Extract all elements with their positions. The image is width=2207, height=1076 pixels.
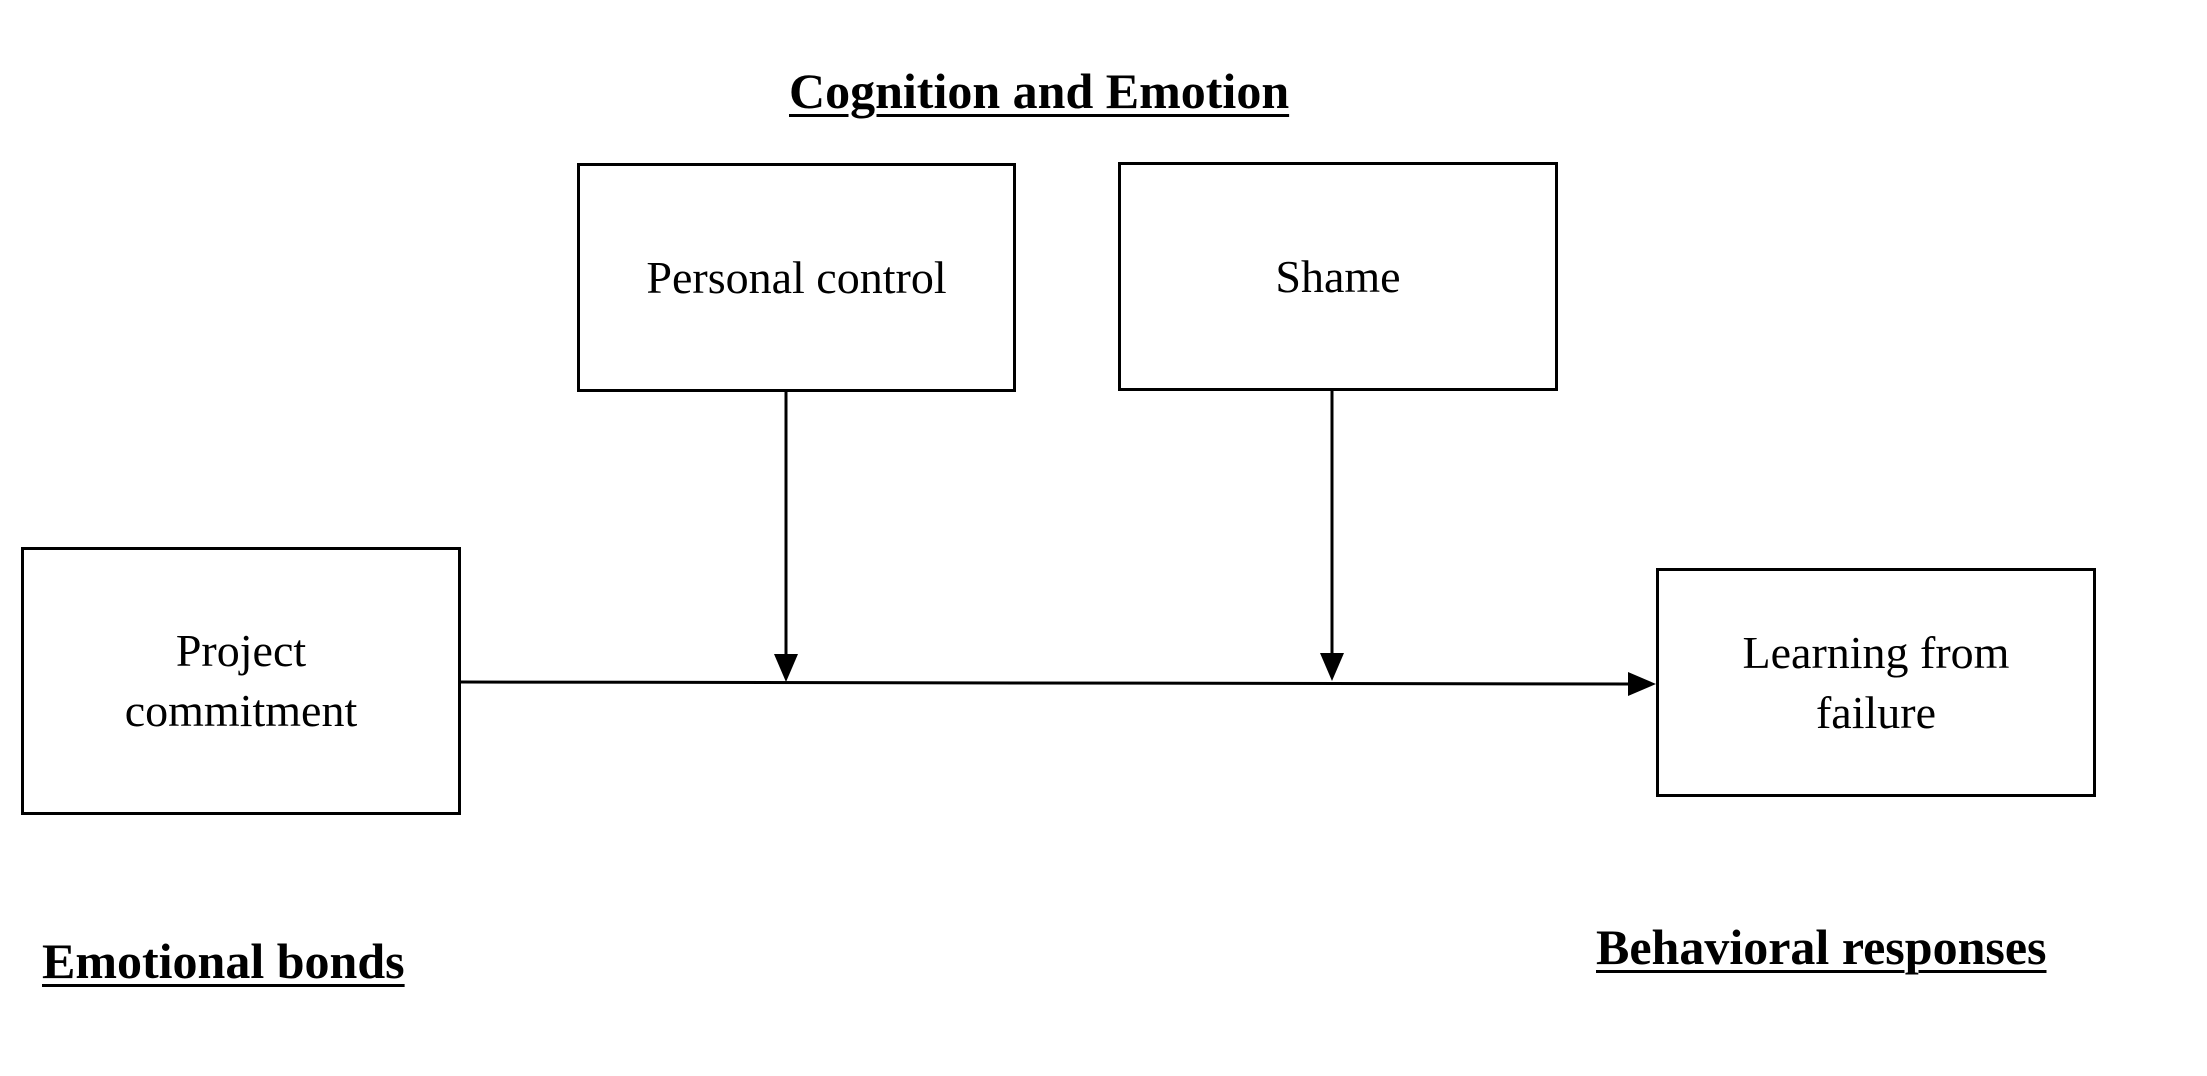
heading-behavioral-responses: Behavioral responses: [1596, 919, 2047, 975]
heading-emotional-bonds: Emotional bonds: [42, 933, 405, 989]
box-project-commitment-line-1: Project: [175, 625, 307, 676]
shame-arrowhead: [1320, 653, 1344, 681]
box-learning-from-failure: Learning from failure: [1656, 568, 2096, 797]
box-shame: Shame: [1118, 162, 1558, 391]
heading-cognition-and-emotion: Cognition and Emotion: [789, 63, 1290, 119]
main-path-arrowhead: [1628, 672, 1656, 696]
box-shame-label: Shame: [1275, 250, 1401, 302]
personal-control-arrowhead: [774, 654, 798, 682]
box-learning-from-failure-line-2: failure: [1815, 686, 1936, 738]
box-learning-from-failure-line-1: Learning from: [1742, 626, 2010, 678]
main-path-line: [460, 680, 1631, 686]
box-personal-control-label: Personal control: [646, 251, 947, 303]
box-project-commitment-line-2: commitment: [124, 685, 358, 736]
box-project-commitment: Project commitment: [21, 547, 461, 815]
box-personal-control: Personal control: [577, 163, 1016, 392]
